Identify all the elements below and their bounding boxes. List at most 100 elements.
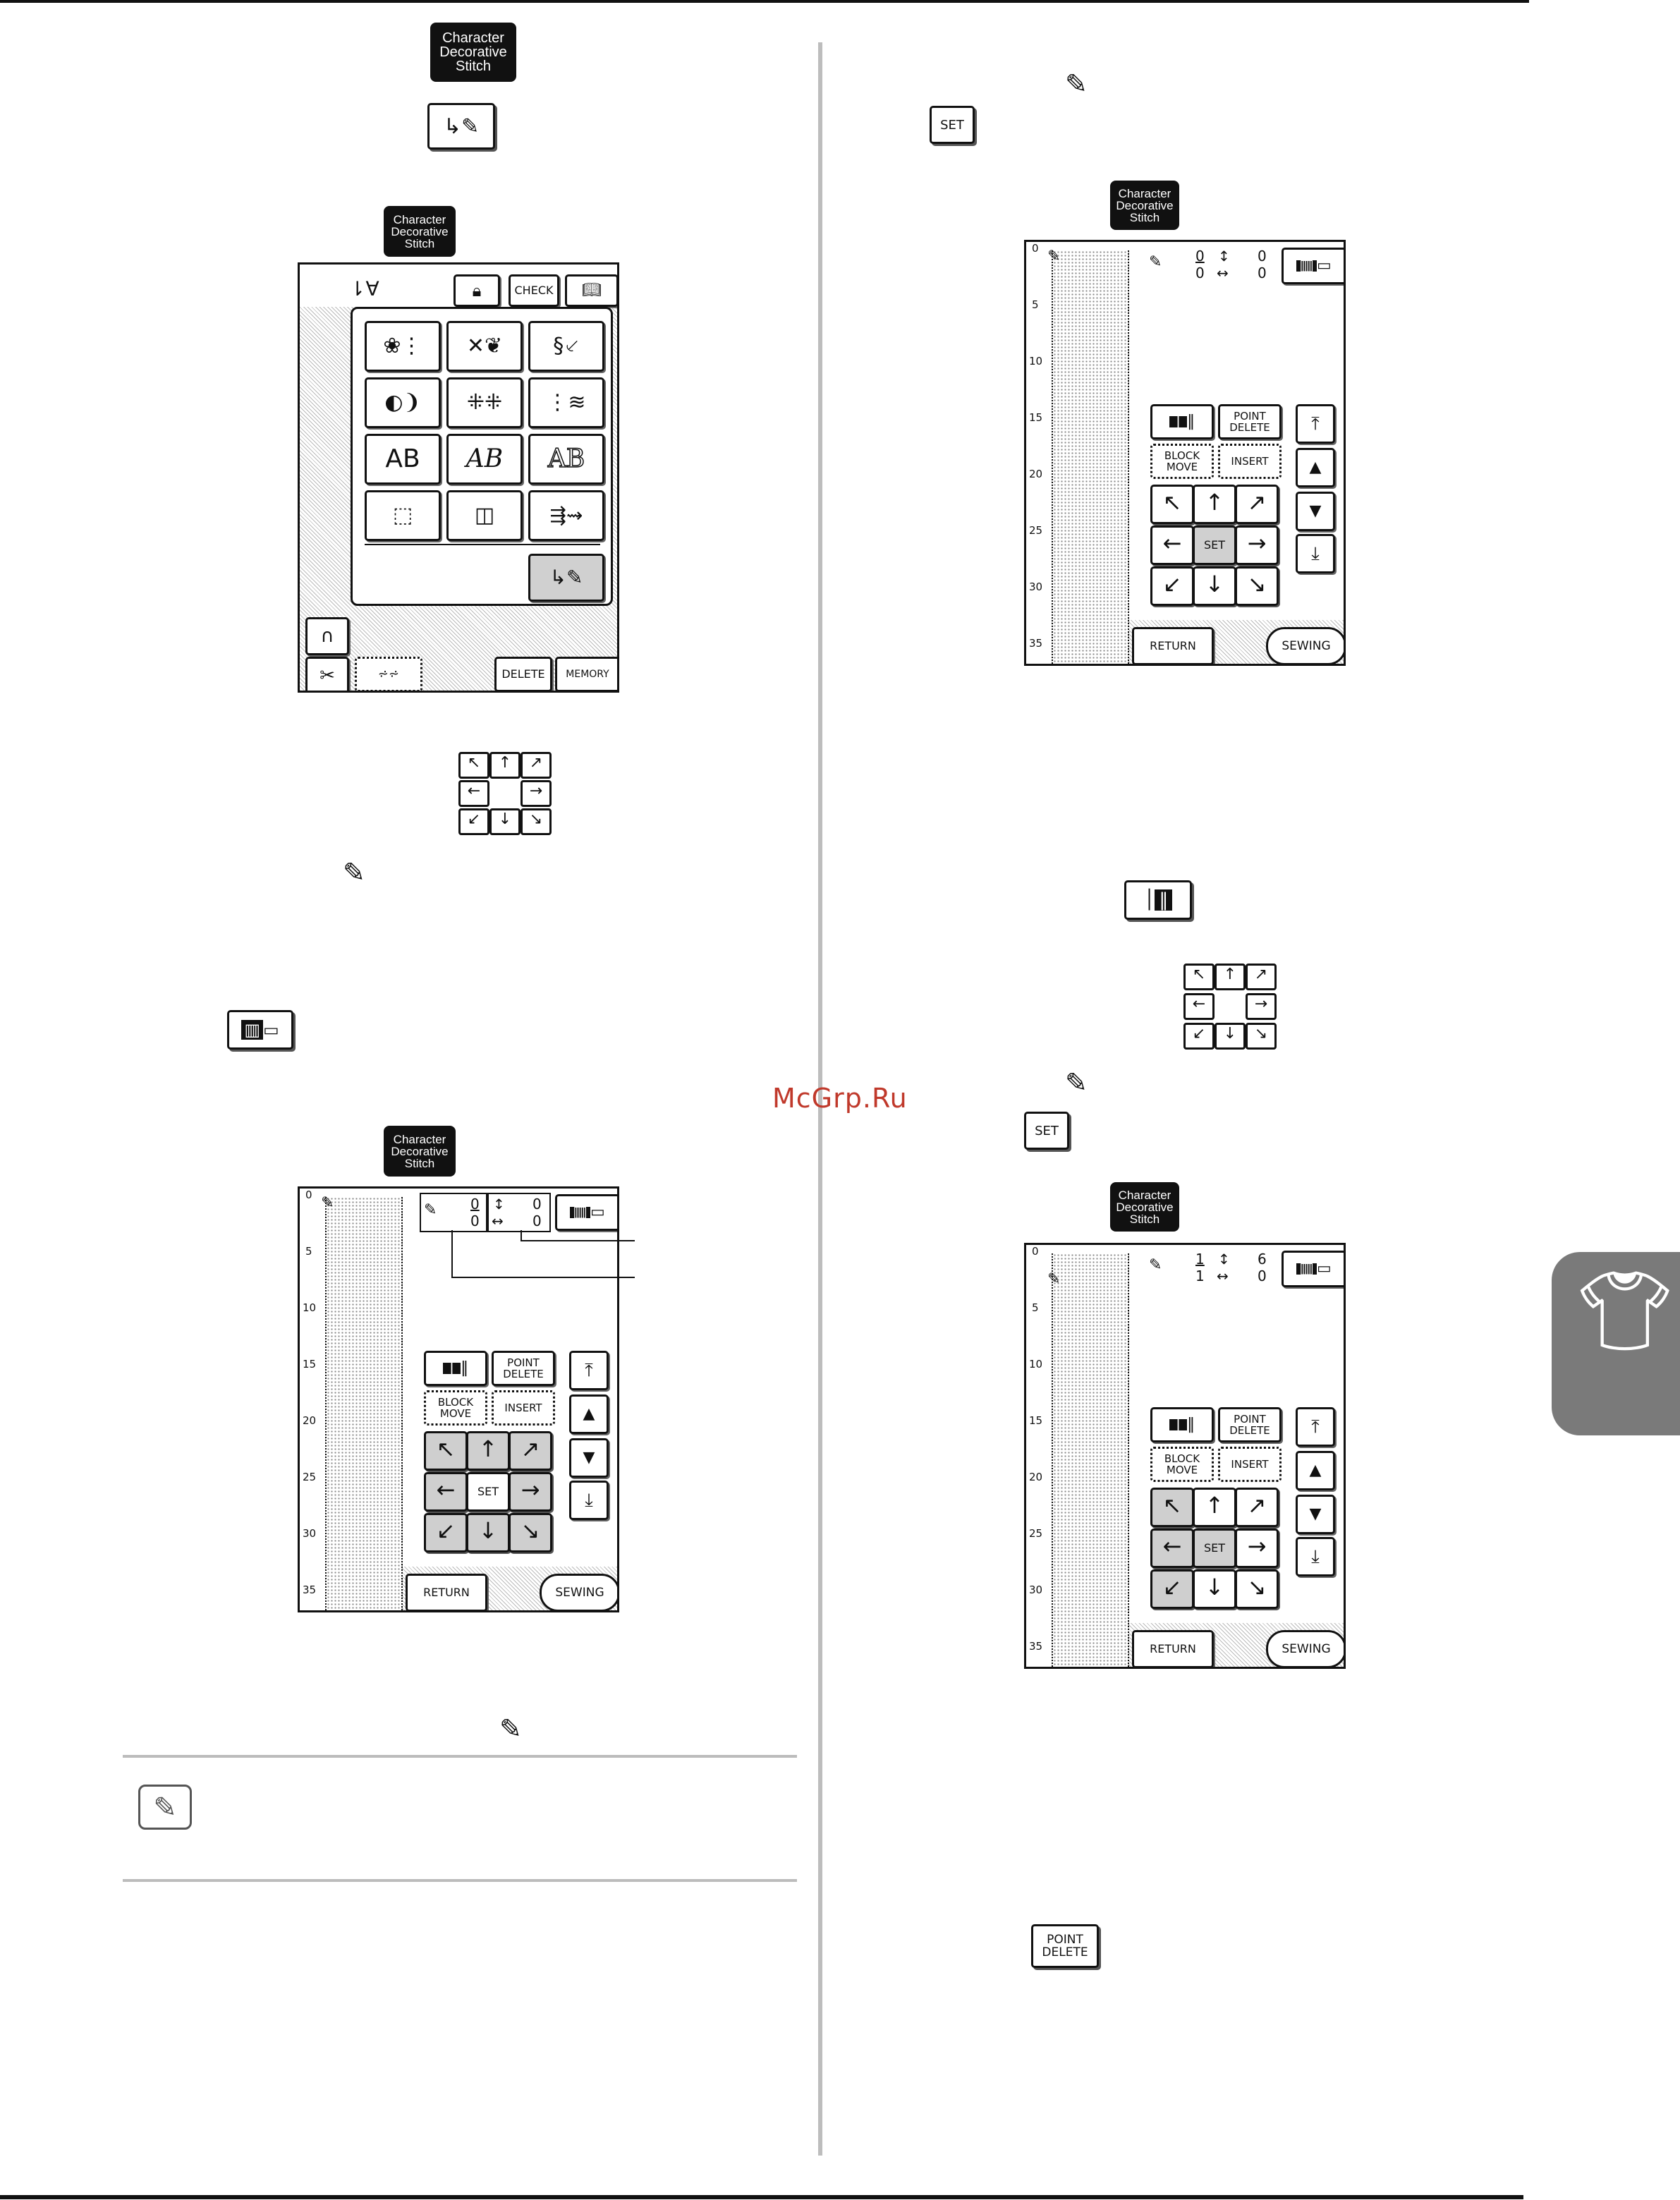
category-utility-key[interactable]: ⋮≋ [528, 377, 604, 428]
move-down-button[interactable]: ↓ [466, 1513, 510, 1552]
category-cross-key[interactable]: ⁜⁜ [446, 377, 523, 428]
move-down-right-button[interactable]: ↘ [1235, 566, 1279, 606]
block-move-button[interactable]: BLOCK MOVE [1150, 444, 1214, 479]
insert-button[interactable]: INSERT [1218, 444, 1282, 479]
category-floral-key[interactable]: ❀⋮ [365, 321, 441, 372]
point-delete-button[interactable]: POINT DELETE [1218, 404, 1282, 439]
arrow-up-left-key[interactable]: ↖ [1183, 964, 1215, 990]
move-up-button[interactable]: ↑ [1193, 1488, 1236, 1527]
arrow-down-left-key[interactable]: ↙ [1183, 1023, 1215, 1050]
move-up-button[interactable]: ↑ [466, 1431, 510, 1471]
arrow-up-right-key[interactable]: ↗ [1246, 964, 1277, 990]
block-move-button[interactable]: BLOCK MOVE [1150, 1447, 1214, 1482]
arrow-down-key[interactable]: ↓ [1215, 1023, 1246, 1050]
move-right-button[interactable]: → [509, 1472, 552, 1512]
font-outline-key[interactable]: AB [528, 434, 604, 485]
image-mode-key[interactable]: ▥▭ [227, 1010, 293, 1050]
move-right-button[interactable]: → [1235, 525, 1279, 565]
lock-button[interactable]: 🔒︎ [454, 274, 500, 307]
arrow-left-key[interactable]: ← [458, 780, 489, 807]
edit-stitch-key-on-screen[interactable]: ↳✎ [528, 554, 604, 602]
scroll-up-button[interactable]: ▲ [1296, 1451, 1335, 1490]
arrow-up-key[interactable]: ↑ [1215, 964, 1246, 990]
arrow-up-left-key[interactable]: ↖ [458, 752, 489, 779]
move-left-button[interactable]: ← [1150, 525, 1194, 565]
my-custom-stitch-key[interactable]: ⬚ [365, 490, 441, 541]
category-satin2-key[interactable]: ◐❩ [365, 377, 441, 428]
return-button[interactable]: RETURN [406, 1574, 487, 1610]
grid-toggle-button[interactable]: ▥▭ [1282, 1251, 1344, 1287]
design-area[interactable] [325, 1197, 403, 1610]
scroll-down-button[interactable]: ▼ [569, 1438, 609, 1478]
pocket-key[interactable]: ◫ [446, 490, 523, 541]
help-button[interactable]: 📖︎ [565, 274, 617, 307]
sewing-button[interactable]: SEWING [540, 1574, 617, 1610]
select-mode-key[interactable]: │‖ [1124, 880, 1192, 920]
return-button[interactable]: RETURN [1132, 627, 1214, 664]
point-delete-key[interactable]: POINT DELETE [1031, 1924, 1099, 1968]
select-mode-button[interactable]: │‖ [1150, 1407, 1214, 1442]
select-mode-button[interactable]: │‖ [1150, 404, 1214, 439]
category-heirloom-key[interactable]: ✕❦ [446, 321, 523, 372]
set-button[interactable]: SET [466, 1472, 510, 1512]
point-delete-button[interactable]: POINT DELETE [492, 1351, 555, 1386]
arrow-down-right-key[interactable]: ↘ [521, 808, 552, 835]
move-down-button[interactable]: ↓ [1193, 566, 1236, 606]
arrow-up-right-key[interactable]: ↗ [521, 752, 552, 779]
usb-key[interactable]: ⇶⇝ [528, 490, 604, 541]
arrow-right-key[interactable]: → [1246, 993, 1277, 1020]
move-up-left-button[interactable]: ↖ [1150, 1488, 1194, 1527]
move-down-left-button[interactable]: ↙ [1150, 566, 1194, 606]
move-down-left-button[interactable]: ↙ [424, 1513, 468, 1552]
move-right-button[interactable]: → [1235, 1529, 1279, 1568]
set-button[interactable]: SET [1193, 1529, 1236, 1568]
reverse-button[interactable]: ∩ [305, 617, 349, 655]
move-up-left-button[interactable]: ↖ [1150, 485, 1194, 524]
scroll-bottom-button[interactable]: ⤓ [1296, 534, 1335, 573]
character-decorative-stitch-key[interactable]: Character Decorative Stitch [430, 23, 516, 82]
memory-button[interactable]: MEMORY [555, 657, 617, 691]
delete-button[interactable]: DELETE [494, 657, 552, 691]
select-mode-button[interactable]: │‖ [424, 1351, 487, 1386]
edit-stitch-key[interactable]: ↳✎ [427, 103, 495, 150]
set-key[interactable]: SET [930, 106, 975, 144]
insert-button[interactable]: INSERT [492, 1390, 555, 1426]
sewing-button[interactable]: SEWING [1266, 627, 1344, 664]
move-left-button[interactable]: ← [1150, 1529, 1194, 1568]
design-area[interactable] [1052, 250, 1129, 664]
scroll-bottom-button[interactable]: ⤓ [569, 1481, 609, 1520]
scroll-bottom-button[interactable]: ⤓ [1296, 1537, 1335, 1576]
move-down-left-button[interactable]: ↙ [1150, 1569, 1194, 1609]
check-button[interactable]: CHECK [509, 274, 559, 307]
sewing-button[interactable]: SEWING [1266, 1630, 1344, 1667]
grid-toggle-button[interactable]: ▥▭ [555, 1194, 617, 1231]
scroll-top-button[interactable]: ⤒ [1296, 404, 1335, 444]
block-move-button[interactable]: BLOCK MOVE [424, 1390, 487, 1426]
arrow-down-left-key[interactable]: ↙ [458, 808, 489, 835]
arrow-up-key[interactable]: ↑ [489, 752, 521, 779]
insert-button[interactable]: INSERT [1218, 1447, 1282, 1482]
set-key-2[interactable]: SET [1024, 1112, 1069, 1150]
return-button[interactable]: RETURN [1132, 1630, 1214, 1667]
font-script-key[interactable]: AB [446, 434, 523, 485]
move-up-right-button[interactable]: ↗ [1235, 1488, 1279, 1527]
category-satin-key[interactable]: §⸔ [528, 321, 604, 372]
scroll-down-button[interactable]: ▼ [1296, 1495, 1335, 1534]
scroll-top-button[interactable]: ⤒ [569, 1351, 609, 1390]
arrow-right-key[interactable]: → [521, 780, 552, 807]
point-delete-button[interactable]: POINT DELETE [1218, 1407, 1282, 1442]
arrow-left-key[interactable]: ← [1183, 993, 1215, 1020]
stitch-preview-button[interactable]: ⩫⩫ [355, 657, 422, 691]
arrow-down-key[interactable]: ↓ [489, 808, 521, 835]
move-left-button[interactable]: ← [424, 1472, 468, 1512]
design-area[interactable] [1052, 1253, 1129, 1667]
move-up-left-button[interactable]: ↖ [424, 1431, 468, 1471]
chapter-side-tab[interactable]: 👕︎ [1552, 1252, 1680, 1435]
move-up-right-button[interactable]: ↗ [509, 1431, 552, 1471]
move-down-button[interactable]: ↓ [1193, 1569, 1236, 1609]
scroll-down-button[interactable]: ▼ [1296, 492, 1335, 531]
set-button[interactable]: SET [1193, 525, 1236, 565]
move-up-right-button[interactable]: ↗ [1235, 485, 1279, 524]
scroll-up-button[interactable]: ▲ [569, 1394, 609, 1434]
font-gothic-key[interactable]: AB [365, 434, 441, 485]
